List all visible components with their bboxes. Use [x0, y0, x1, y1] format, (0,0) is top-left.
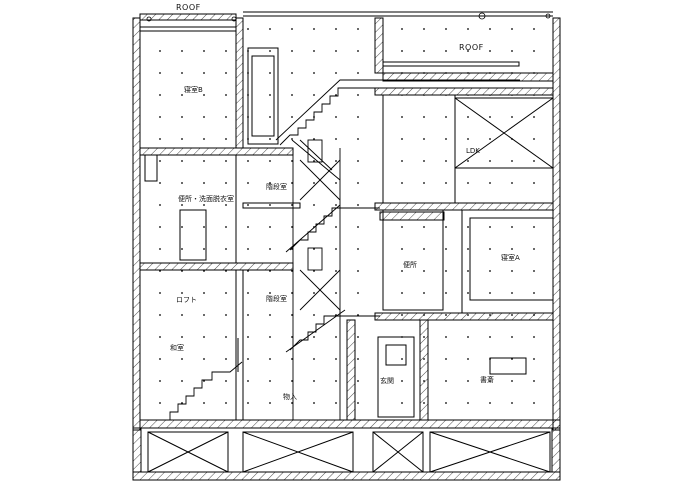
foundation-pit: [132, 427, 561, 481]
room-label-stair-upper: 階段室: [266, 183, 287, 191]
floor-slabs: [139, 87, 561, 429]
room-label-storage: 物入: [283, 393, 297, 401]
room-label-entrance: 玄関: [380, 377, 394, 385]
roof-label-top: ROOF: [176, 3, 201, 12]
room-label-toilet: 便所: [403, 261, 417, 269]
room-label-loft: ロフト: [176, 296, 197, 304]
room-label-bedroom-a: 寝室A: [501, 254, 520, 262]
staircase: [169, 79, 520, 420]
room-label-stair-lower: 階段室: [266, 295, 287, 303]
room-label-bedroom-b: 寝室B: [184, 86, 203, 94]
room-label-ldk: LDK: [466, 147, 480, 155]
interior-partitions: [144, 47, 554, 421]
roof-slabs: [139, 11, 554, 82]
room-label-study: 書斎: [480, 376, 494, 384]
room-label-japanese-room: 和室: [170, 344, 184, 352]
marker-circles: [146, 12, 551, 22]
roof-label-right: ROOF: [459, 43, 484, 52]
room-label-toilet-washroom: 便所・洗面脱衣室: [178, 195, 234, 203]
